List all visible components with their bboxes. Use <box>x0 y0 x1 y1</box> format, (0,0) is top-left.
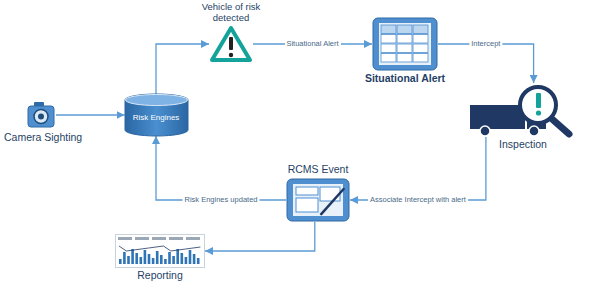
icon-caption: Situational Alert <box>365 73 445 85</box>
tab1-icon <box>372 17 438 71</box>
flow-arrow <box>56 114 125 115</box>
report-node: Reporting <box>115 234 205 268</box>
inspection-node: Inspection <box>470 83 576 137</box>
icon-caption: Inspection <box>499 139 547 151</box>
flow-arrow <box>350 137 486 200</box>
tab2-icon <box>286 178 350 222</box>
database-cylinder: Risk Engines <box>125 94 188 136</box>
edge-label: Situational Alert <box>284 40 340 48</box>
node-label: Risk Engines <box>125 114 188 122</box>
icon-caption: RCMS Event <box>288 164 349 176</box>
icon-caption: Vehicle of risk detected <box>185 2 277 23</box>
edge-label: Associate Intercept with alert <box>368 196 468 204</box>
tri-icon <box>209 25 253 63</box>
flow-arrow <box>156 44 209 94</box>
camera-node: Camera Sighting <box>26 100 56 130</box>
flow-arrow <box>205 222 315 251</box>
tablet-node: Situational Alert <box>372 17 438 71</box>
insp-icon <box>470 83 576 137</box>
edge-label: Intercept <box>469 40 502 48</box>
edge-label: Risk Engines updated <box>183 196 260 204</box>
icon-caption: Reporting <box>137 270 183 282</box>
tablet-node: RCMS Event <box>286 178 350 222</box>
rep-icon <box>115 234 205 268</box>
warning-node: Vehicle of risk detected <box>209 25 253 63</box>
flow-arrow <box>156 136 286 200</box>
flow-arrow <box>438 44 534 83</box>
icon-caption: Camera Sighting <box>4 132 82 144</box>
camera-icon <box>26 100 56 130</box>
